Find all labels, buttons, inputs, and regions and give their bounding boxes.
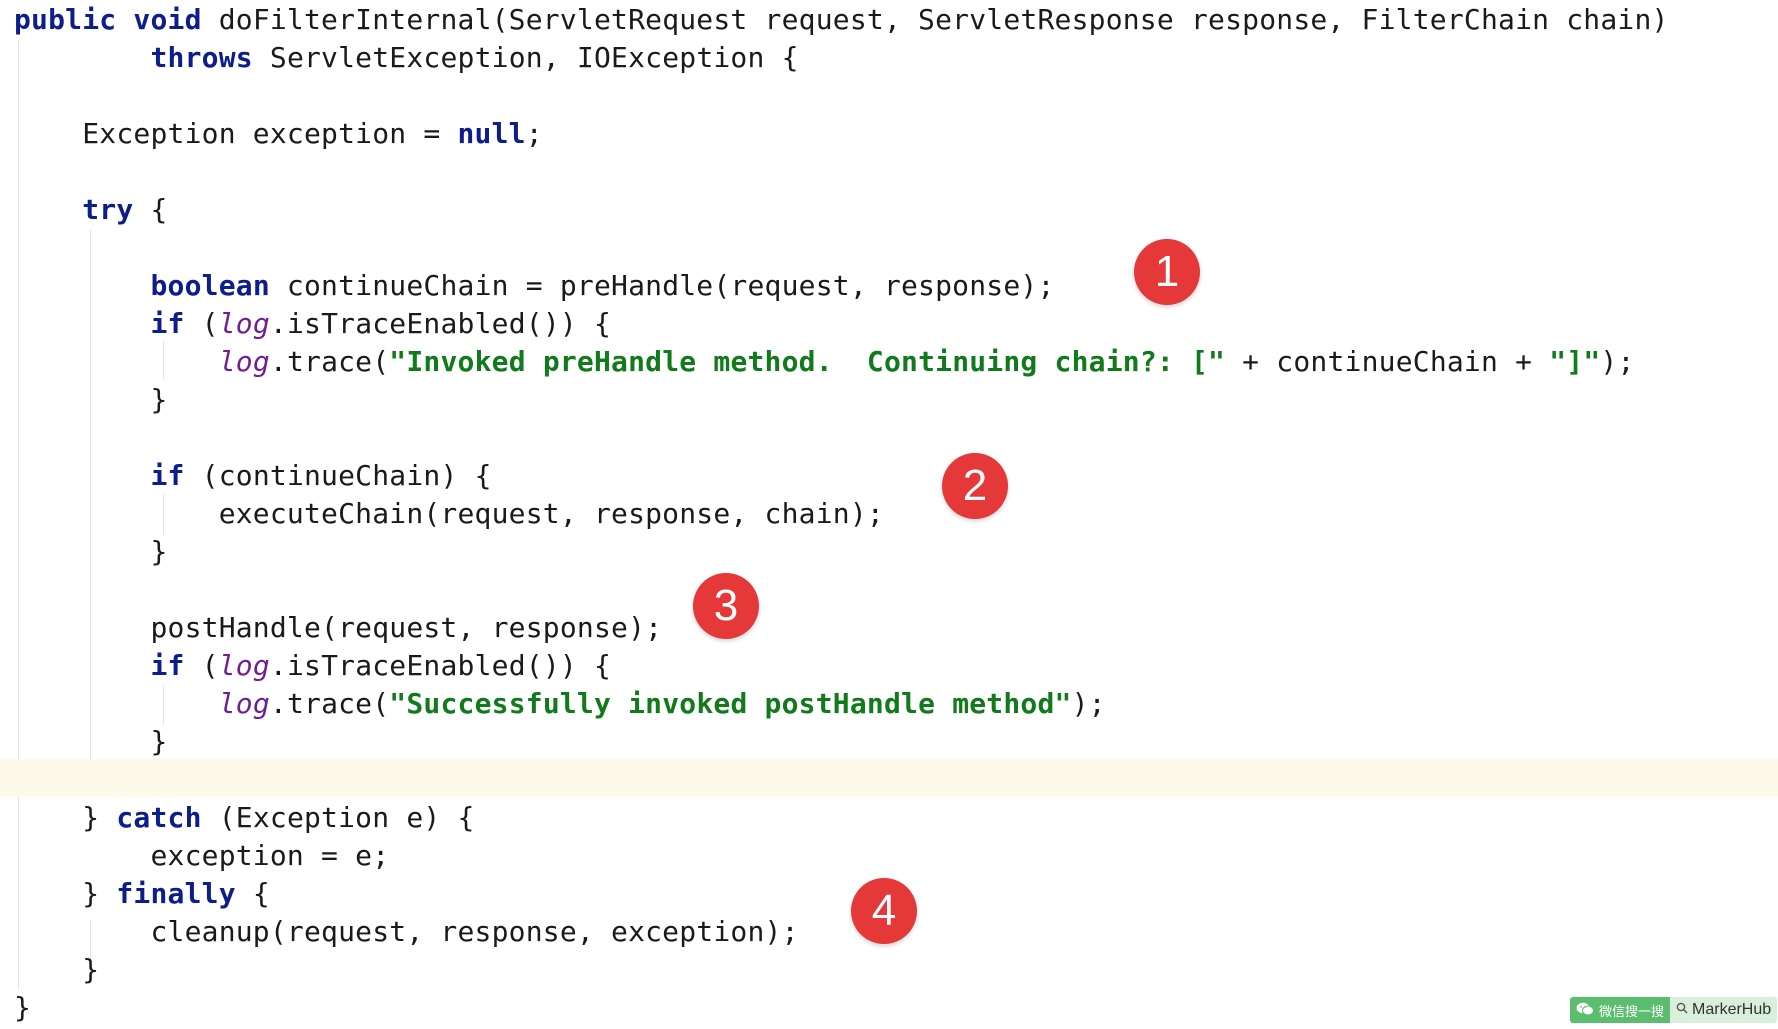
indent-guide: [163, 340, 164, 380]
code-text: (: [184, 649, 219, 682]
step-badge-3: 3: [693, 573, 759, 639]
code-field: log: [218, 307, 270, 340]
code-keyword: null: [457, 117, 526, 150]
code-text: [14, 687, 219, 720]
watermark-left-text: 微信搜一搜: [1599, 1003, 1665, 1019]
watermark: 微信搜一搜 MarkerHub: [1570, 997, 1778, 1023]
code-line: }: [14, 381, 168, 419]
code-text: [14, 649, 150, 682]
code-string: "Successfully invoked postHandle method": [389, 687, 1072, 720]
code-keyword: if: [150, 459, 185, 492]
code-field: log: [218, 687, 270, 720]
code-text: (Exception e) {: [201, 801, 475, 834]
code-text: ServletException, IOException {: [252, 41, 799, 74]
code-line: try {: [14, 191, 168, 229]
code-text: [14, 459, 150, 492]
code-text: ;: [525, 117, 543, 150]
code-line: exception = e;: [14, 837, 389, 875]
code-string: "Invoked preHandle method. Continuing ch…: [389, 345, 1226, 378]
code-text: .isTraceEnabled()) {: [269, 649, 612, 682]
code-text: [14, 41, 150, 74]
code-line: if (continueChain) {: [14, 457, 492, 495]
watermark-account: MarkerHub: [1670, 997, 1778, 1023]
code-line: postHandle(request, response);: [14, 609, 662, 647]
code-text: .isTraceEnabled()) {: [269, 307, 612, 340]
code-keyword: if: [150, 649, 185, 682]
code-text: + continueChain +: [1225, 345, 1550, 378]
watermark-wechat: 微信搜一搜: [1570, 997, 1671, 1023]
code-text: .trace(: [269, 687, 390, 720]
code-text: }: [14, 801, 117, 834]
code-line: Exception exception = null;: [14, 115, 543, 153]
wechat-icon: [1576, 1002, 1594, 1019]
code-line: }: [14, 723, 168, 761]
code-text: [14, 269, 150, 302]
current-line-highlight: [0, 759, 1778, 797]
code-keyword: finally: [116, 877, 236, 910]
code-field: log: [218, 345, 270, 378]
code-line: public void doFilterInternal(ServletRequ…: [14, 1, 1669, 39]
code-text: }: [14, 953, 100, 986]
code-keyword: public void: [14, 3, 219, 36]
code-text: cleanup(request, response, exception);: [14, 915, 799, 948]
code-text: doFilterInternal(ServletRequest request,…: [218, 3, 1669, 36]
code-line: } finally {: [14, 875, 270, 913]
code-text: exception = e;: [14, 839, 390, 872]
code-text: (continueChain) {: [184, 459, 492, 492]
code-keyword: try: [82, 193, 134, 226]
code-line: executeChain(request, response, chain);: [14, 495, 884, 533]
code-text: );: [1600, 345, 1635, 378]
code-text: [14, 193, 82, 226]
code-line: cleanup(request, response, exception);: [14, 913, 799, 951]
code-line: log.trace("Successfully invoked postHand…: [14, 685, 1106, 723]
code-keyword: throws: [150, 41, 253, 74]
code-text: (: [184, 307, 219, 340]
code-text: }: [14, 991, 32, 1024]
code-field: log: [218, 649, 270, 682]
code-text: executeChain(request, response, chain);: [14, 497, 884, 530]
code-text: {: [235, 877, 270, 910]
indent-guide: [90, 230, 91, 785]
code-line: log.trace("Invoked preHandle method. Con…: [14, 343, 1635, 381]
search-icon: [1676, 1001, 1688, 1019]
code-line: throws ServletException, IOException {: [14, 39, 799, 77]
indent-guide: [163, 495, 164, 535]
code-text: }: [14, 383, 168, 416]
code-keyword: boolean: [150, 269, 270, 302]
code-line: }: [14, 533, 168, 571]
step-badge-2: 2: [942, 453, 1008, 519]
indent-guide: [18, 40, 19, 990]
indent-guide: [163, 685, 164, 725]
code-text: }: [14, 535, 168, 568]
code-text: [14, 307, 150, 340]
code-line: if (log.isTraceEnabled()) {: [14, 647, 611, 685]
code-line: }: [14, 951, 99, 989]
code-text: .trace(: [269, 345, 390, 378]
code-string: "]": [1549, 345, 1601, 378]
step-badge-1: 1: [1134, 239, 1200, 305]
code-line: if (log.isTraceEnabled()) {: [14, 305, 611, 343]
code-text: {: [133, 193, 168, 226]
code-text: }: [14, 877, 117, 910]
code-text: Exception exception =: [14, 117, 458, 150]
indent-guide: [90, 920, 91, 960]
code-keyword: if: [150, 307, 185, 340]
step-badge-4: 4: [851, 878, 917, 944]
code-text: );: [1071, 687, 1106, 720]
code-text: postHandle(request, response);: [14, 611, 663, 644]
code-line: boolean continueChain = preHandle(reques…: [14, 267, 1055, 305]
code-keyword: catch: [116, 801, 202, 834]
watermark-right-text: MarkerHub: [1692, 1001, 1772, 1018]
code-text: continueChain = preHandle(request, respo…: [269, 269, 1055, 302]
code-text: }: [14, 725, 168, 758]
code-line: } catch (Exception e) {: [14, 799, 475, 837]
code-line: }: [14, 989, 31, 1027]
code-text: [14, 345, 219, 378]
